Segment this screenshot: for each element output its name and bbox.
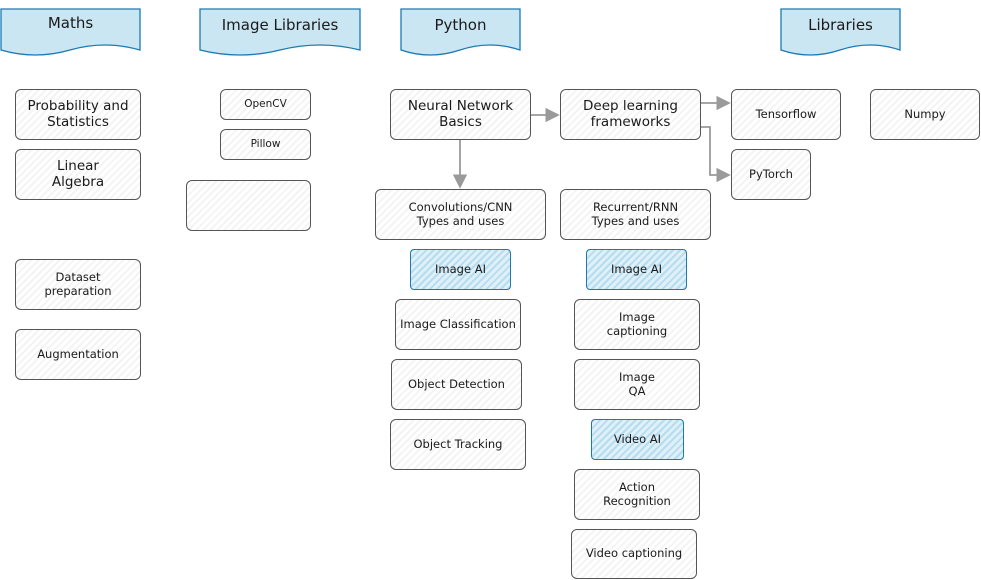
node-action-recognition: Action Recognition	[574, 469, 700, 520]
node-pytorch: PyTorch	[731, 149, 811, 200]
node-video-captioning: Video captioning	[571, 529, 697, 579]
node-neural-network-basics: Neural Network Basics	[390, 89, 531, 140]
node-rnn-image-ai: Image AI	[586, 249, 687, 290]
node-object-detection: Object Detection	[391, 359, 522, 410]
header-image-libraries: Image Libraries	[199, 8, 361, 60]
header-libraries: Libraries	[780, 8, 901, 60]
node-tensorflow: Tensorflow	[731, 89, 841, 140]
header-libraries-label: Libraries	[808, 16, 873, 35]
node-cnn-image-ai: Image AI	[410, 249, 511, 290]
header-maths: Maths	[0, 8, 141, 60]
node-deep-learning-frameworks: Deep learning frameworks	[560, 89, 701, 140]
header-maths-label: Maths	[47, 14, 94, 33]
node-video-ai: Video AI	[591, 419, 684, 460]
node-image-classification: Image Classification	[395, 299, 521, 350]
node-empty-library	[186, 180, 311, 231]
node-pillow: Pillow	[220, 129, 311, 160]
node-recurrent-rnn: Recurrent/RNN Types and uses	[560, 189, 711, 240]
node-opencv: OpenCV	[220, 89, 311, 120]
node-linear-algebra: Linear Algebra	[15, 149, 141, 200]
header-python-label: Python	[434, 16, 487, 35]
node-probability-statistics: Probability and Statistics	[15, 89, 141, 140]
node-dataset-preparation: Dataset preparation	[15, 259, 141, 310]
node-augmentation: Augmentation	[15, 329, 141, 380]
node-convolutions-cnn: Convolutions/CNN Types and uses	[375, 189, 546, 240]
arrow-frameworks-to-pytorch	[700, 126, 731, 183]
header-image-libraries-label: Image Libraries	[221, 16, 339, 35]
node-numpy: Numpy	[870, 89, 980, 140]
node-image-qa: Image QA	[574, 359, 700, 410]
node-object-tracking: Object Tracking	[390, 419, 526, 470]
header-python: Python	[400, 8, 521, 60]
node-image-captioning: Image captioning	[574, 299, 700, 350]
